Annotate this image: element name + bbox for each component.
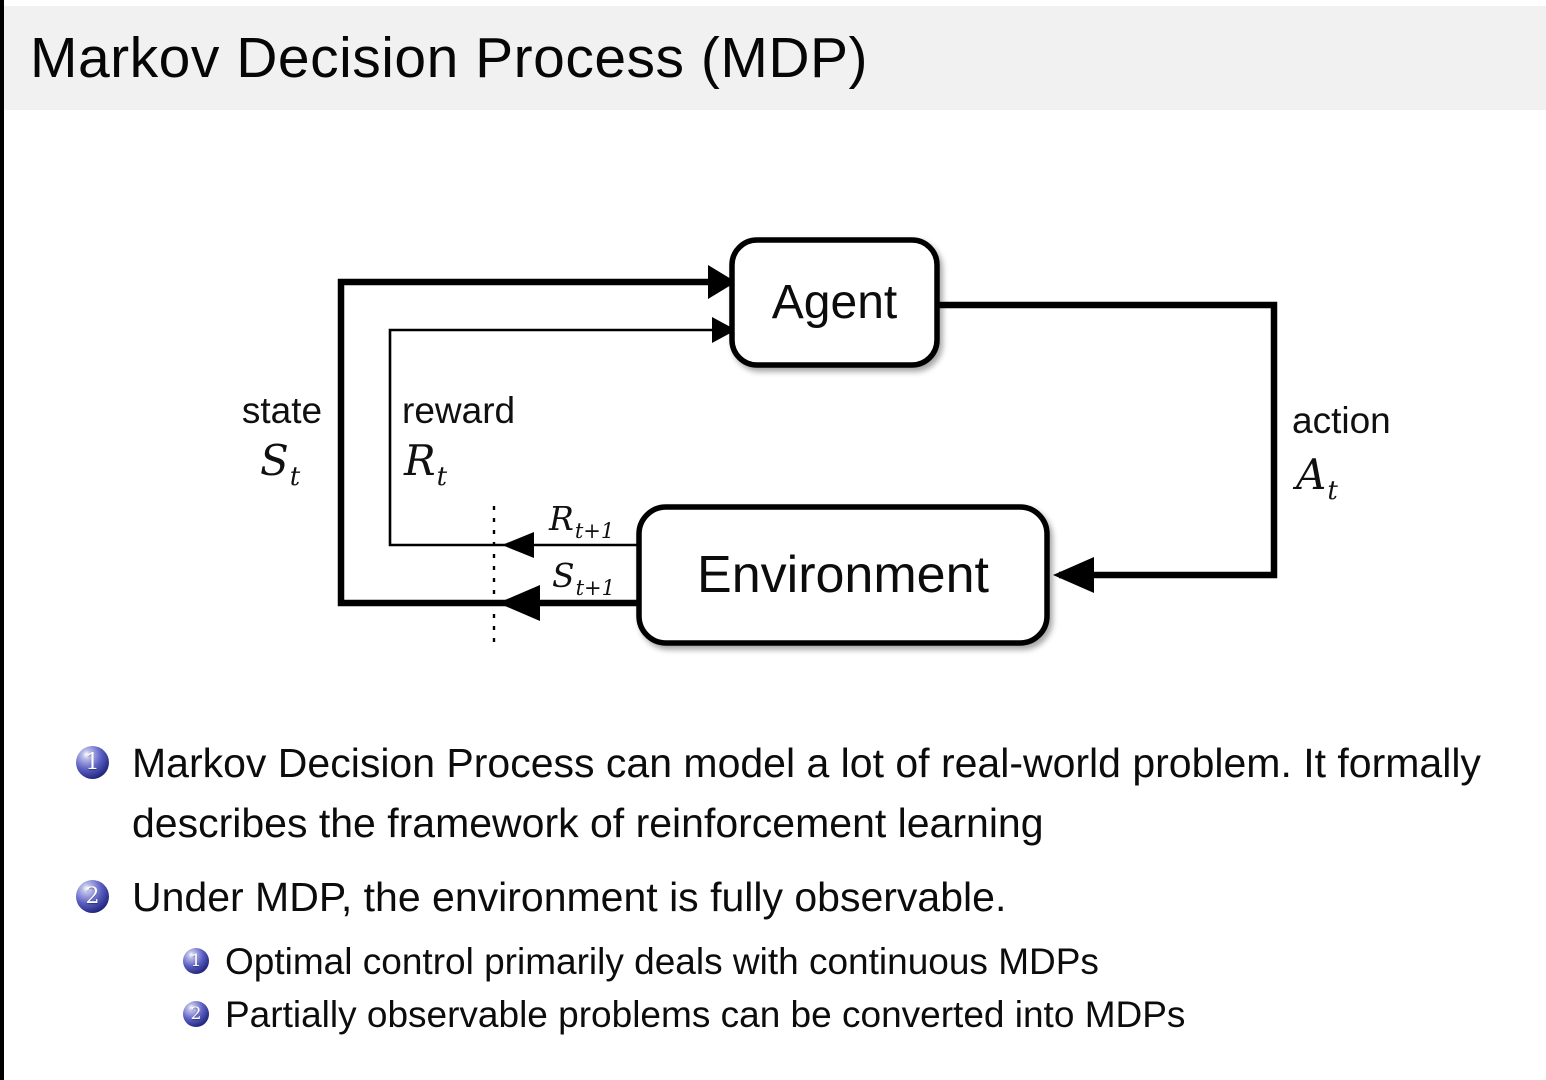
enumerate-ball-icon: 2 [183, 1001, 209, 1027]
state-label: state [241, 390, 323, 431]
state-arrowhead-at-boundary [498, 585, 540, 621]
next-reward-symbol-subscript: t+1 [574, 519, 615, 543]
list-item: 1 Markov Decision Process can model a lo… [76, 733, 1508, 853]
list-item: 1 Optimal control primarily deals with c… [183, 935, 1508, 988]
agent-box [729, 237, 940, 368]
enumerate-ball-icon: 1 [76, 746, 109, 779]
state-symbol: St [260, 436, 300, 492]
bullet-text: Markov Decision Process can model a lot … [132, 740, 1481, 846]
sub-bullet-text: Partially observable problems can be con… [225, 994, 1186, 1035]
rl-loop-diagram [337, 237, 1278, 646]
state-symbol-subscript: t [289, 462, 301, 492]
action-symbol-subscript: t [1327, 476, 1338, 506]
reward-arrowhead-at-boundary [502, 532, 534, 558]
next-reward-symbol: Rt+1 [549, 499, 614, 543]
bullet-text: Under MDP, the environment is fully obse… [132, 874, 1007, 920]
next-state-symbol-subscript: t+1 [575, 576, 616, 600]
page-title: Markov Decision Process (MDP) [30, 26, 868, 90]
sub-bullet-text: Optimal control primarily deals with con… [225, 941, 1099, 982]
sub-bullet-list: 1 Optimal control primarily deals with c… [183, 935, 1508, 1041]
action-symbol-base: A [1296, 450, 1327, 499]
next-state-symbol-base: S [552, 556, 575, 595]
next-state-symbol: St+1 [552, 556, 615, 600]
agent-label: Agent [771, 276, 898, 329]
list-item: 2 Under MDP, the environment is fully ob… [76, 867, 1508, 927]
reward-label: reward [402, 390, 516, 431]
state-line [337, 278, 717, 607]
action-arrowhead-into-environment [1053, 557, 1094, 593]
reward-arrowhead-into-agent [712, 317, 736, 343]
action-symbol: At [1296, 450, 1338, 506]
state-arrowhead-into-agent [708, 265, 736, 299]
state-symbol-base: S [260, 436, 289, 485]
action-line [937, 301, 1278, 579]
enumerate-ball-icon: 1 [183, 948, 209, 974]
bullet-list: 1 Markov Decision Process can model a lo… [76, 733, 1508, 1041]
action-label: action [1292, 400, 1391, 441]
list-item: 2 Partially observable problems can be c… [183, 988, 1508, 1041]
title-bar: Markov Decision Process (MDP) [4, 6, 1546, 110]
reward-symbol-subscript: t [436, 462, 448, 492]
reward-symbol: Rt [404, 436, 447, 492]
environment-box [636, 504, 1050, 646]
environment-label: Environment [697, 546, 989, 604]
next-reward-symbol-base: R [549, 499, 574, 538]
enumerate-ball-icon: 2 [76, 880, 109, 913]
reward-symbol-base: R [404, 436, 436, 485]
